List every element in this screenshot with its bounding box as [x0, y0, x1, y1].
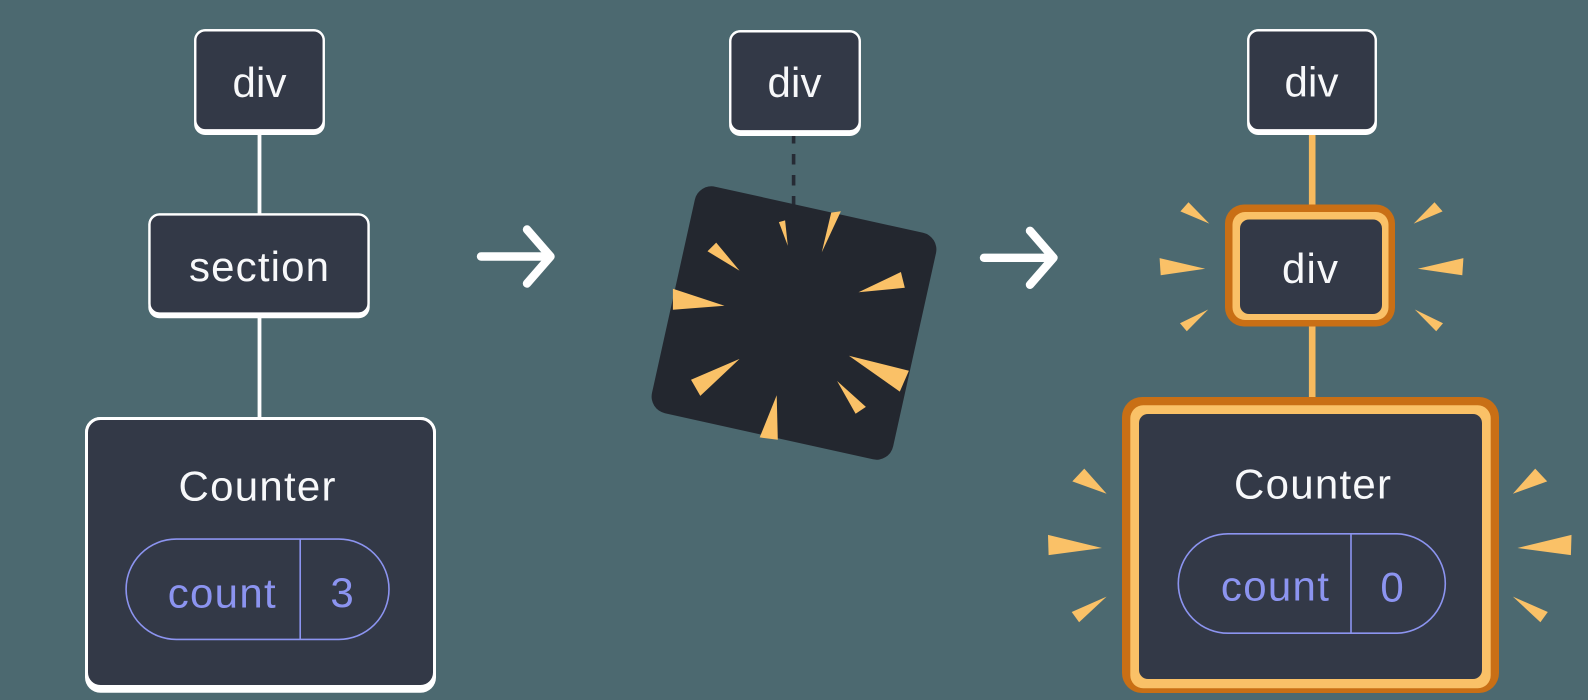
svg-text:section: section: [189, 243, 329, 290]
svg-text:div: div: [1285, 59, 1339, 106]
svg-text:3: 3: [330, 569, 353, 616]
svg-text:count: count: [1221, 563, 1329, 610]
svg-text:div: div: [768, 59, 822, 106]
svg-text:div: div: [233, 59, 287, 106]
svg-text:div: div: [1282, 245, 1338, 292]
svg-text:0: 0: [1380, 564, 1403, 611]
svg-text:Counter: Counter: [179, 463, 336, 510]
svg-text:count: count: [168, 570, 276, 617]
svg-text:Counter: Counter: [1234, 461, 1391, 508]
